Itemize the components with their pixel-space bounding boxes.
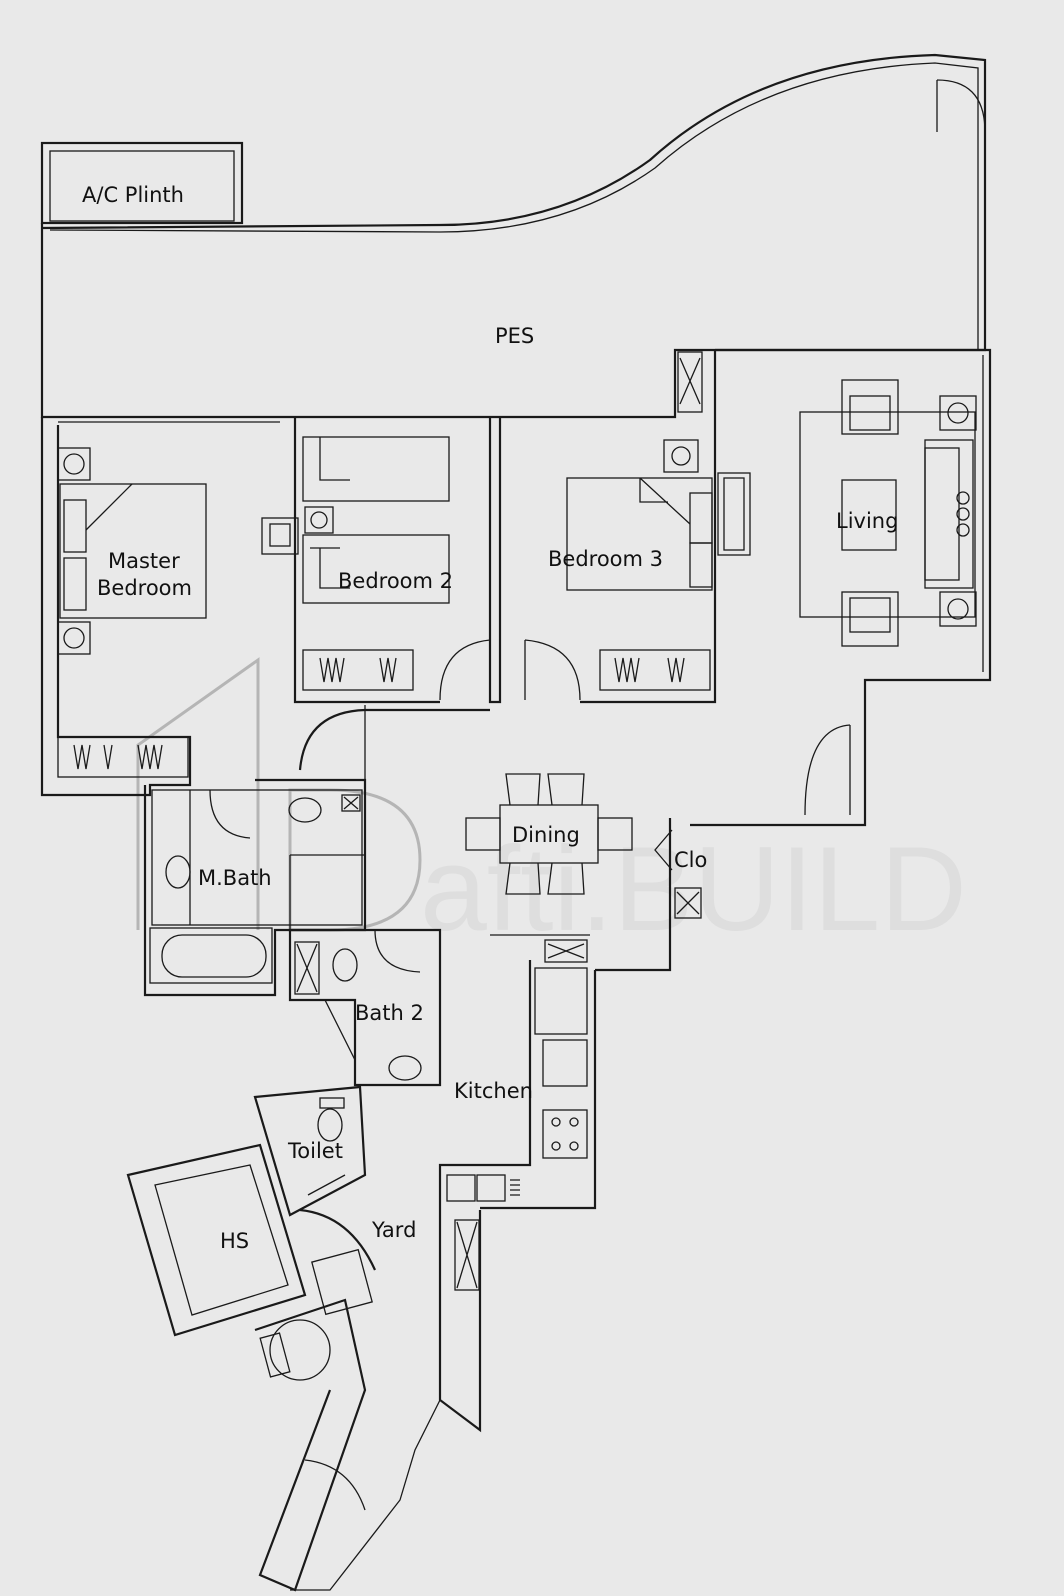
label-household-shelter: HS <box>220 1229 249 1253</box>
bedroom-2 <box>261 417 502 704</box>
label-bedroom-3: Bedroom 3 <box>548 547 663 571</box>
ac-plinth <box>40 141 244 225</box>
bath-2 <box>288 928 442 1087</box>
label-yard: Yard <box>371 1218 416 1242</box>
yard <box>254 1208 441 1592</box>
room-labels: A/C Plinth PES Master Bedroom Bedroom 2 … <box>82 183 898 1253</box>
label-ac-plinth: A/C Plinth <box>82 183 184 207</box>
label-dining: Dining <box>512 823 580 847</box>
kitchen <box>438 934 597 1433</box>
label-kitchen: Kitchen <box>454 1079 533 1103</box>
dining-area <box>298 705 633 895</box>
watermark-brand: afti.BUILD <box>420 822 967 956</box>
label-clo: Clo <box>674 848 707 872</box>
pes-area <box>40 53 987 419</box>
label-bath-2: Bath 2 <box>355 1001 424 1025</box>
label-living: Living <box>836 509 898 533</box>
closet <box>544 818 702 972</box>
label-master-bedroom-line2: Bedroom <box>97 576 192 600</box>
master-bedroom <box>40 417 280 797</box>
watermark: afti.BUILD <box>136 657 967 956</box>
label-bedroom-2: Bedroom 2 <box>338 569 453 593</box>
toilet <box>253 1085 367 1217</box>
living-room <box>677 348 992 827</box>
label-pes: PES <box>495 324 534 348</box>
label-master-bath: M.Bath <box>198 866 272 890</box>
master-bath <box>143 778 367 997</box>
label-master-bedroom-line1: Master <box>108 549 180 573</box>
bedroom-3 <box>524 350 751 704</box>
household-shelter <box>126 1143 307 1337</box>
watermark-logo-icon <box>136 657 422 932</box>
label-toilet: Toilet <box>287 1139 343 1163</box>
